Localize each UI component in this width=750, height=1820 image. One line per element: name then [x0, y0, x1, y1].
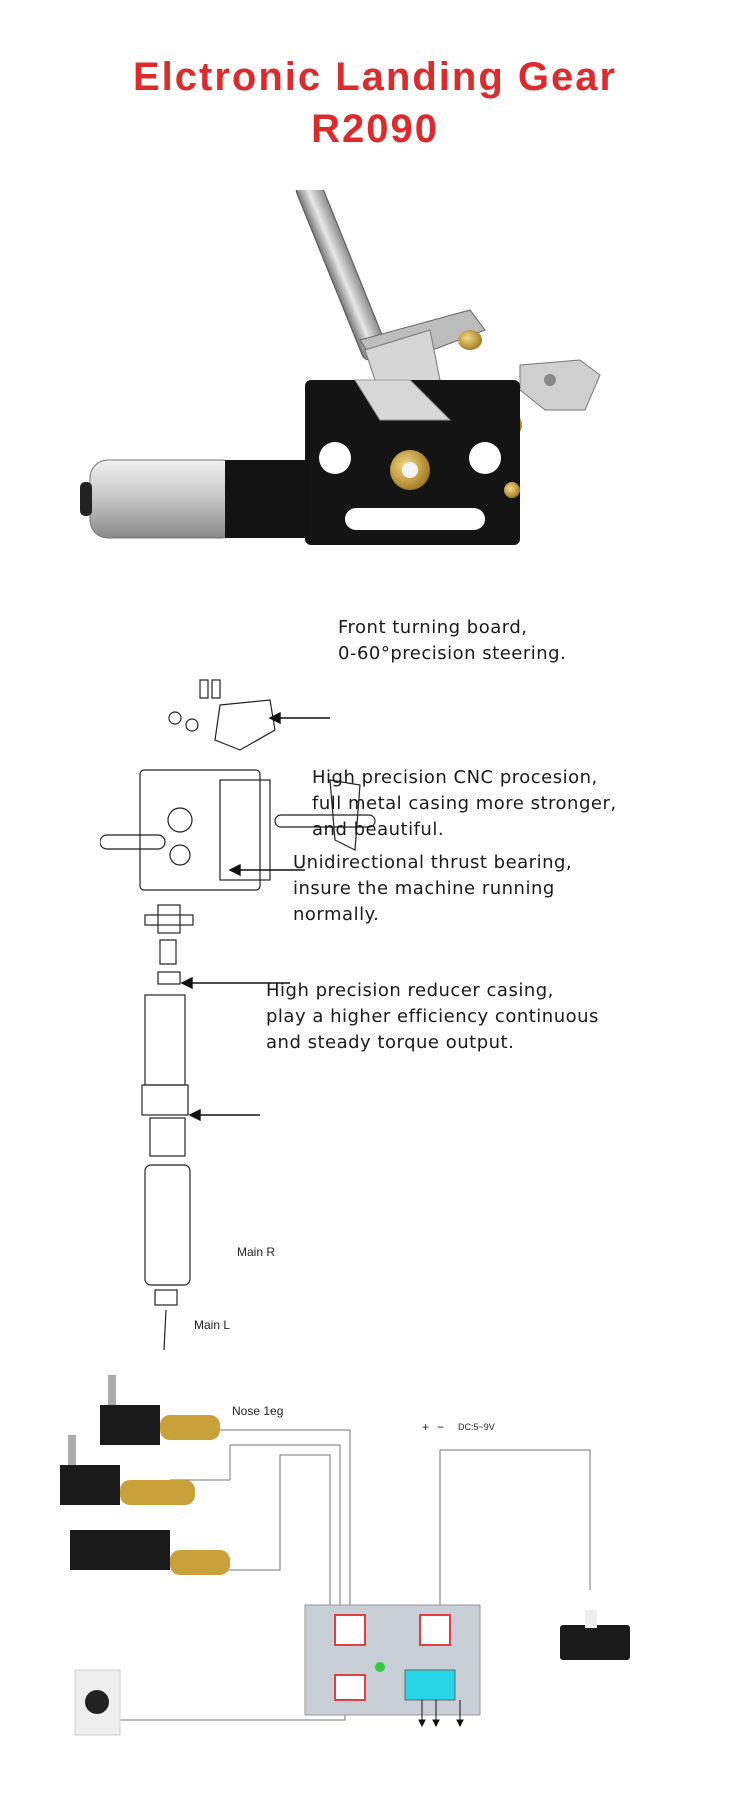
- callout-cnc-casing: High precision CNC procesion,full metal …: [312, 767, 617, 840]
- nose-gear: [70, 1530, 230, 1575]
- label-main-r: Main R: [237, 1245, 276, 1259]
- label-minus: −: [437, 1420, 445, 1434]
- exploded-diagram: [100, 679, 376, 1350]
- servo-image: [560, 1610, 630, 1660]
- main-r-gear: [100, 1375, 220, 1445]
- label-plus: +: [422, 1420, 430, 1434]
- callout-thrust-bearing: Unidirectional thrust bearing,insure the…: [293, 852, 573, 925]
- label-nose-leg: Nose 1eg: [232, 1404, 284, 1418]
- page-subtitle: R2090: [311, 107, 439, 151]
- cnc-casing-part: [139, 769, 261, 891]
- main-l-gear: [60, 1435, 195, 1505]
- callout-reducer-casing: High precision reducer casing,play a hig…: [266, 980, 599, 1053]
- landing-gear-product-image: [80, 190, 601, 545]
- reducer-casing-part: [149, 1117, 186, 1157]
- front-turning-board-part: [214, 699, 276, 751]
- wiring-diagram: [60, 1375, 630, 1736]
- label-main-l: Main L: [194, 1318, 231, 1332]
- thrust-bearing-part: [157, 971, 181, 985]
- callout-front-turning-board: Front turning board,0-60°precision steer…: [338, 617, 567, 664]
- label-dc-voltage: DC:5~9V: [458, 1422, 495, 1432]
- page-title: Elctronic Landing Gear: [132, 55, 618, 99]
